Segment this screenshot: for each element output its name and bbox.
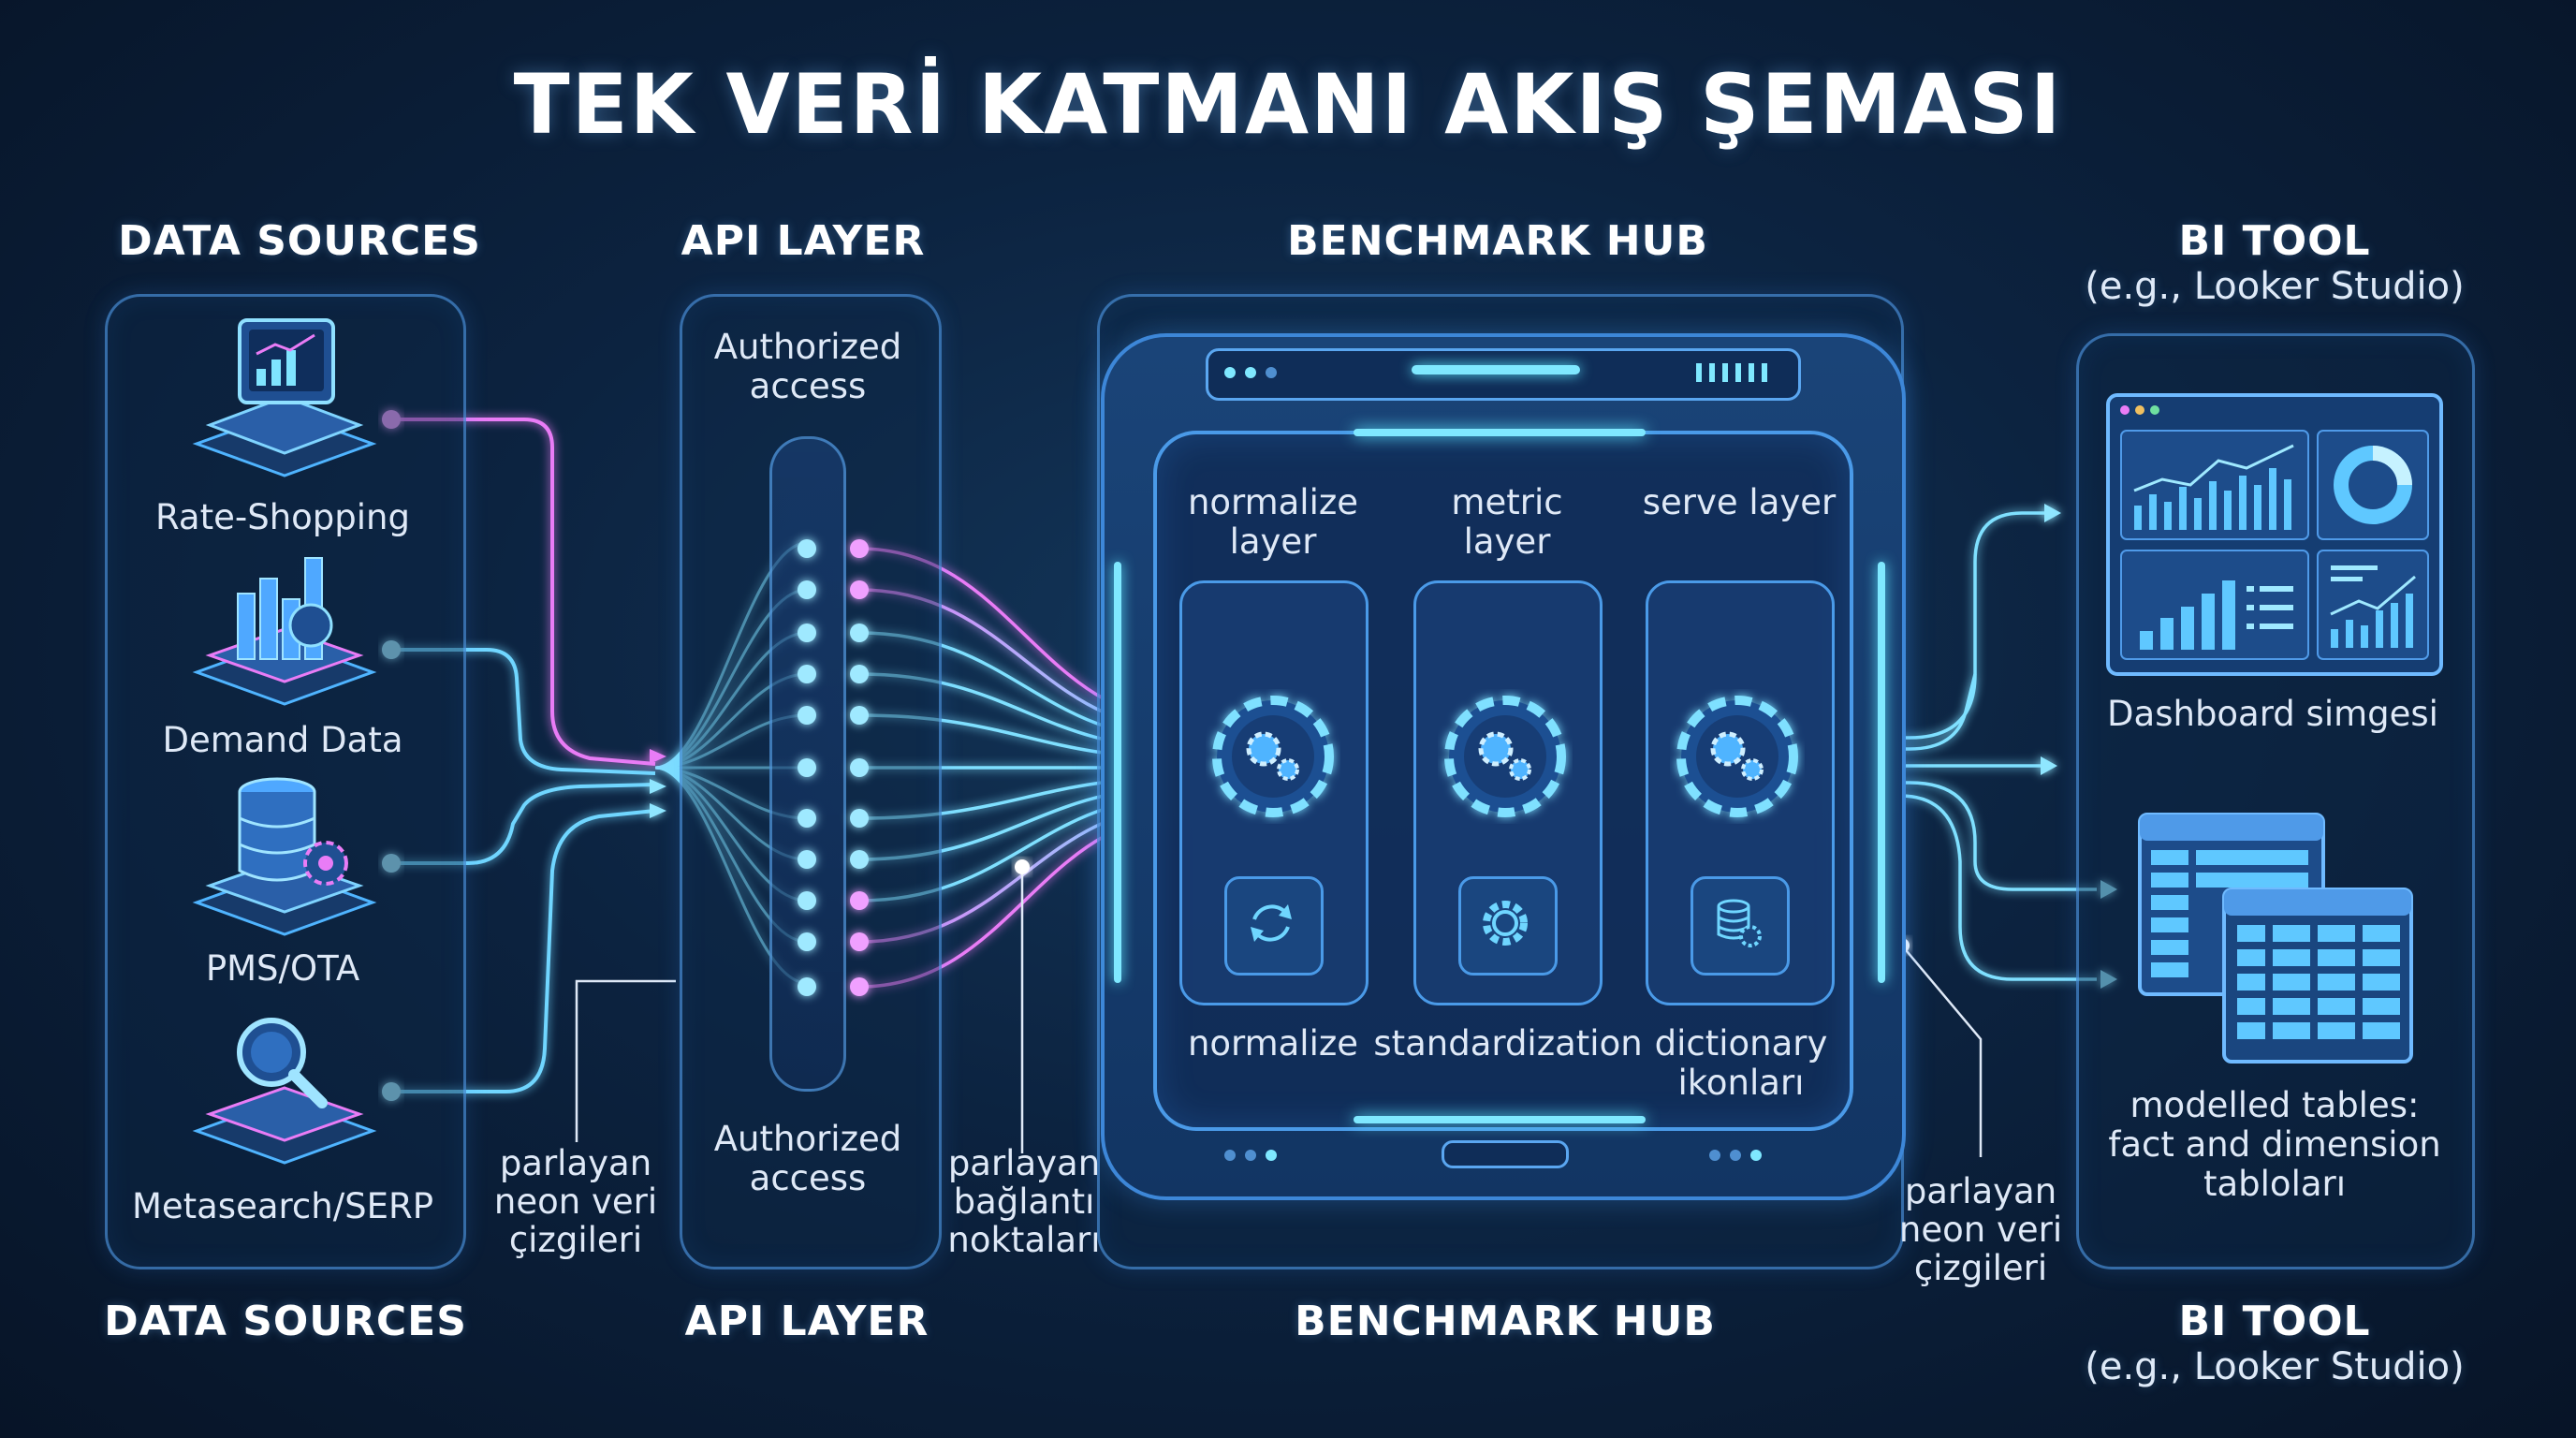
wire-demand-data [391, 648, 656, 775]
wire-rate-shopping [391, 418, 656, 766]
stage-gear-icon-serve [1676, 696, 1798, 817]
tables-label: modelled tables: fact and dimension tabl… [2108, 1085, 2441, 1204]
api-bottom-label: Authorized access [713, 1119, 902, 1198]
modelled-tables-icon [2138, 813, 2413, 1064]
stage-caption-metric: standardization [1373, 1023, 1643, 1064]
hub-left-light [1114, 562, 1121, 983]
page-title: TEK VERİ KATMANI AKIŞ ŞEMASI [513, 56, 2063, 153]
dashboard-icon [2106, 393, 2443, 676]
hub-indicator-dots [1224, 363, 1767, 382]
laptop-chart-icon [192, 318, 377, 477]
api-top-label: Authorized access [713, 327, 902, 406]
hub-bottom-dots [1224, 1150, 1762, 1161]
source-label-metasearch: Metasearch/SERP [131, 1186, 434, 1226]
source-label-rate-shopping: Rate-Shopping [155, 497, 410, 537]
source-label-pms-ota: PMS/OTA [205, 948, 360, 989]
bi-header-sub: (e.g., Looker Studio) [2085, 265, 2465, 308]
wire-pms-ota [391, 783, 656, 865]
source-label-demand-data: Demand Data [162, 720, 403, 760]
api-header: API LAYER [681, 217, 926, 265]
sources-footer: DATA SOURCES [104, 1298, 467, 1345]
gear-icon [1483, 901, 1528, 946]
dashboard-label: Dashboard simgesi [2107, 694, 2438, 734]
annotation-connection-points: parlayan bağlantı noktaları [947, 1143, 1101, 1260]
hub-bottom-button [1442, 1140, 1569, 1168]
stage-gear-icon-metric [1444, 696, 1566, 817]
stage-title-normalize: normalize layer [1187, 482, 1359, 562]
dictionary-database-icon [1717, 899, 1762, 947]
stage-title-serve: serve layer [1642, 482, 1837, 522]
api-footer: API LAYER [684, 1298, 929, 1345]
database-gear-icon [192, 777, 377, 936]
stage-caption-serve: dictionary ikonları [1654, 1023, 1828, 1103]
bi-footer-sub: (e.g., Looker Studio) [2085, 1345, 2465, 1388]
stage-subicon-box-metric [1458, 876, 1558, 976]
annotation-right-lines: parlayan neon veri çizgileri [1898, 1171, 2063, 1288]
hub-header: BENCHMARK HUB [1287, 217, 1708, 265]
magnifier-icon [192, 1018, 377, 1165]
hub-top-light [1412, 365, 1580, 374]
hub-screen-top-glow [1354, 429, 1646, 436]
hub-screen-bottom-glow [1354, 1116, 1646, 1123]
bar-chart-icon [192, 557, 377, 706]
stage-subicon-box-normalize [1224, 876, 1324, 976]
bi-footer: BI TOOL (e.g., Looker Studio) [2041, 1298, 2509, 1388]
bi-header: BI TOOL (e.g., Looker Studio) [2041, 217, 2509, 308]
wire-metasearch [391, 809, 656, 1093]
sources-header: DATA SOURCES [118, 217, 481, 265]
stage-subicon-box-serve [1690, 876, 1790, 976]
refresh-icon [1251, 904, 1292, 942]
annotation-left-lines: parlayan neon veri çizgileri [493, 1143, 658, 1260]
hub-footer: BENCHMARK HUB [1295, 1298, 1716, 1345]
stage-gear-icon-normalize [1212, 696, 1334, 817]
hub-right-light [1878, 562, 1885, 983]
stage-caption-normalize: normalize [1187, 1023, 1359, 1064]
stage-title-metric: metric layer [1451, 482, 1563, 562]
